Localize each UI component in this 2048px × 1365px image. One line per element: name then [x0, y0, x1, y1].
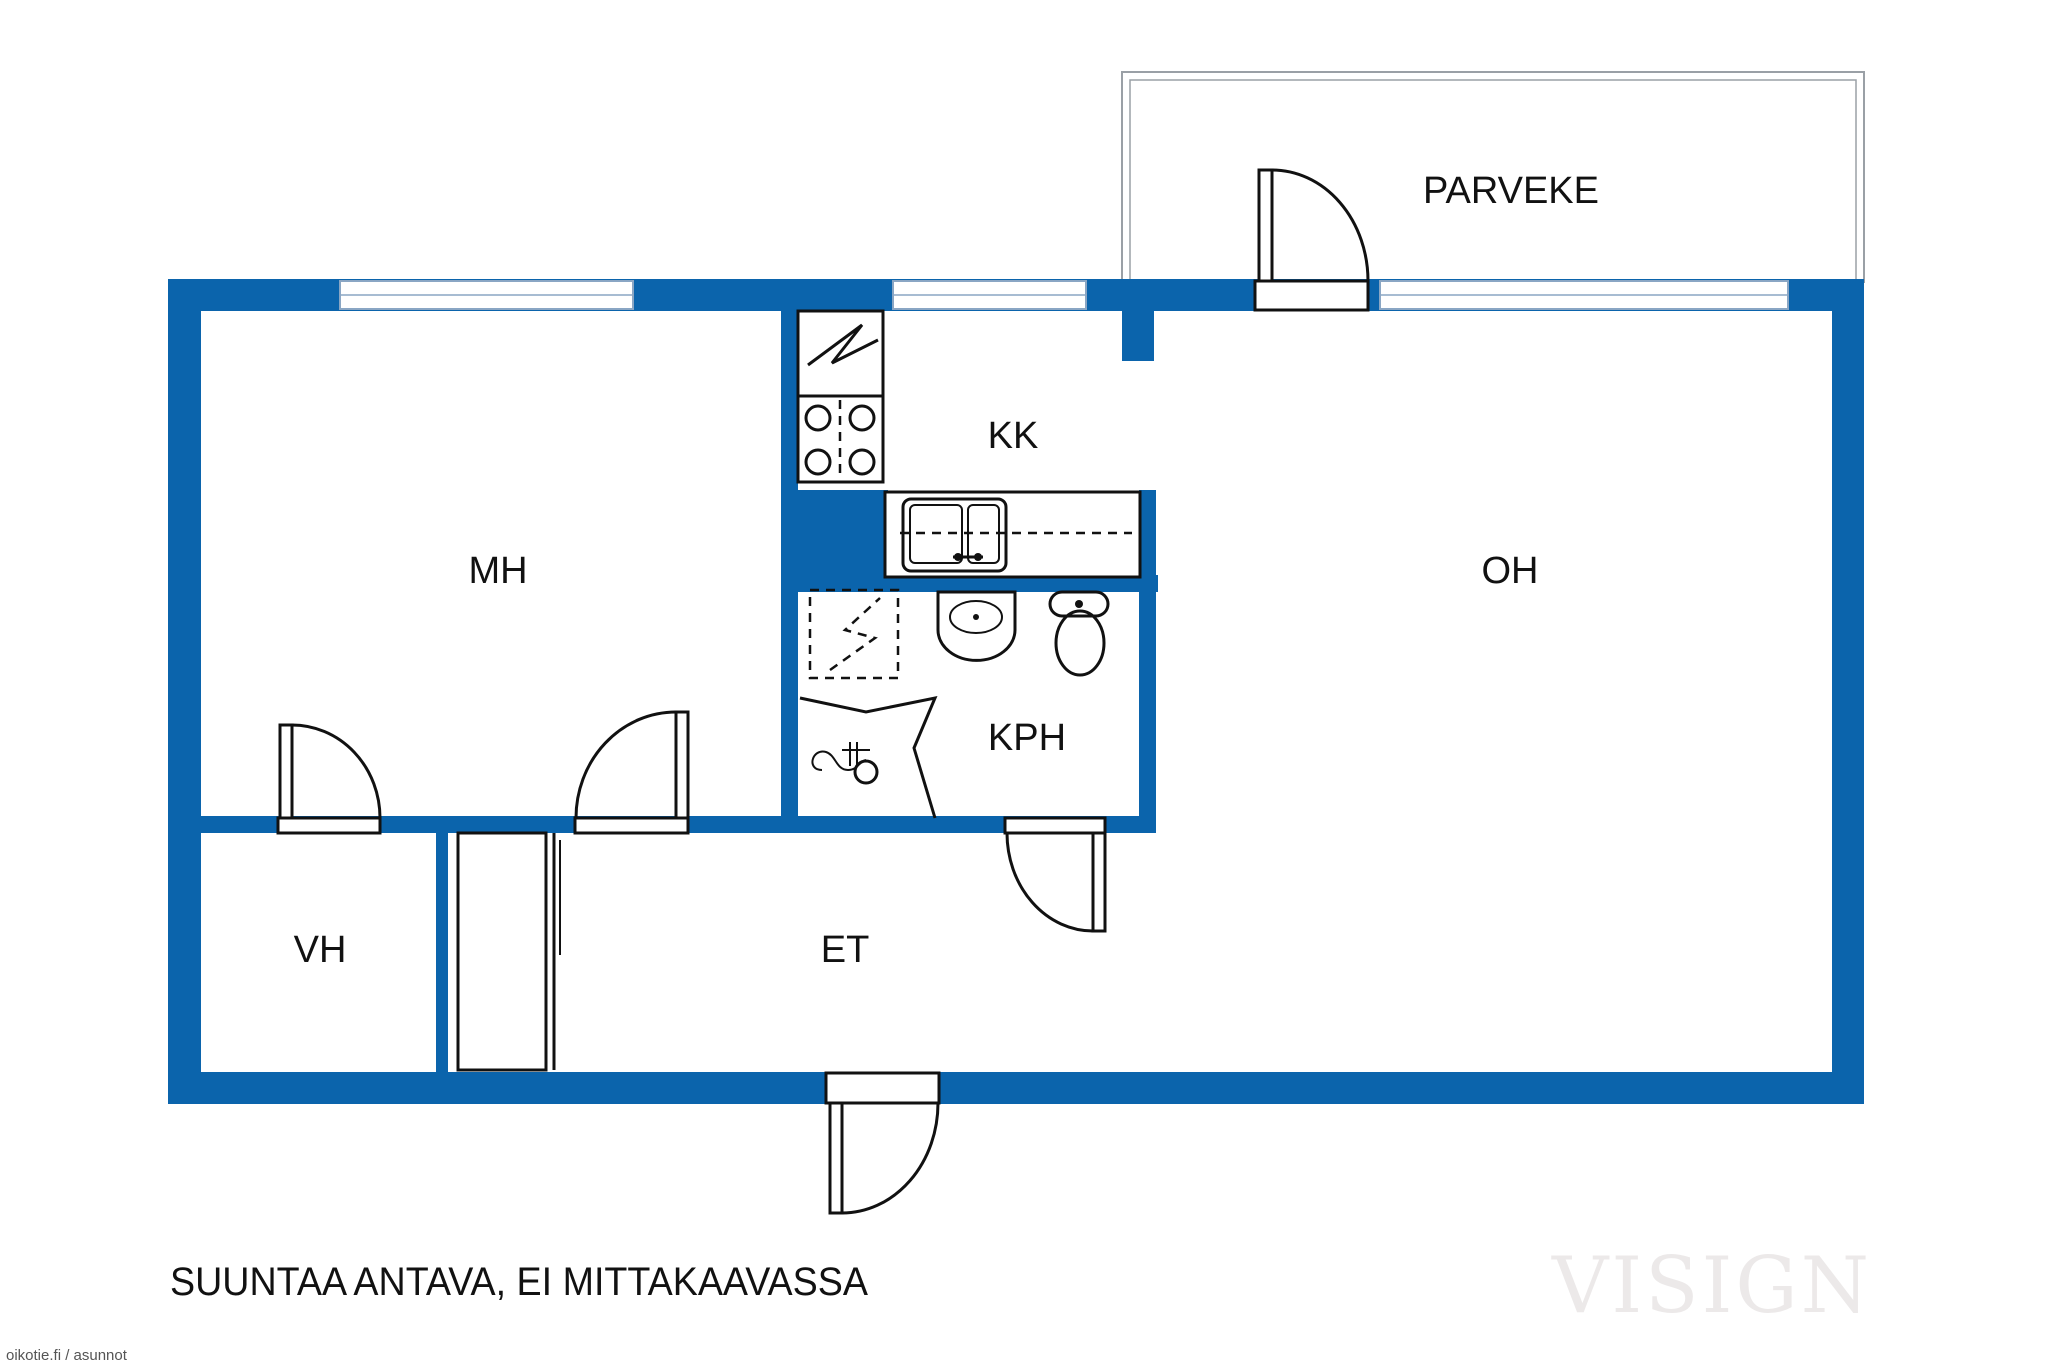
room-label-living: OH — [1482, 550, 1539, 592]
shower-icon — [799, 695, 938, 819]
room-label-bedroom: MH — [468, 550, 527, 592]
washing-machine-icon — [808, 588, 900, 680]
entrance-door — [824, 1071, 941, 1215]
scale-disclaimer: SUUNTAA ANTAVA, EI MITTAKAAVASSA — [170, 1260, 868, 1304]
wardrobe — [456, 831, 561, 1072]
room-label-closet: VH — [294, 929, 347, 971]
bedroom-door — [573, 710, 690, 835]
bathroom-sink-icon — [936, 590, 1017, 662]
room-label-bathroom: KPH — [988, 717, 1066, 759]
exterior-walls — [168, 279, 1864, 1104]
windows — [339, 280, 1789, 310]
fridge-icon — [796, 309, 885, 398]
balcony-door — [1253, 168, 1370, 312]
kitchen-sink-icon — [883, 490, 1142, 579]
stove-icon — [796, 394, 885, 484]
closet-door — [276, 723, 382, 835]
bathroom-door — [1003, 816, 1107, 933]
watermark-logo: VISIGN — [1551, 1241, 1872, 1331]
room-label-balcony: PARVEKE — [1423, 170, 1599, 212]
room-label-kitchen: KK — [988, 415, 1039, 457]
source-credit: oikotie.fi / asunnot — [6, 1347, 128, 1364]
room-label-hall: ET — [821, 929, 870, 971]
interior-walls — [201, 311, 1158, 1072]
toilet-icon — [1048, 590, 1110, 677]
